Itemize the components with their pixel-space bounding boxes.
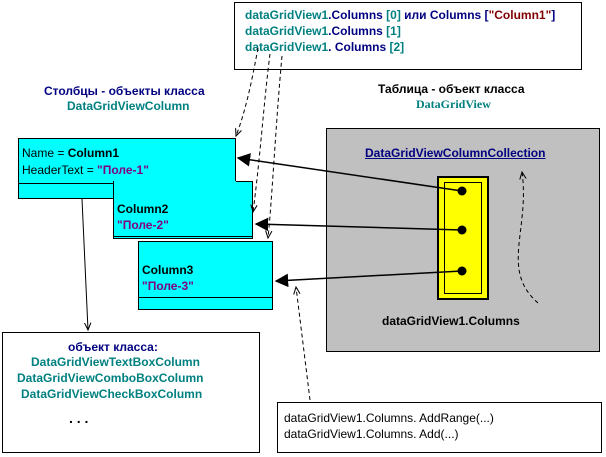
indexer-line-1: dataGridView1.Columns [1] [245, 24, 401, 39]
column-object-2-divider [114, 236, 252, 237]
column-object-3: Column3 "Поле-3" [138, 241, 273, 310]
column-1-name-prefix: Name = [22, 146, 68, 160]
column-1-name-line: Name = Column1 [22, 146, 119, 161]
index-0-dashed-link [236, 47, 259, 136]
indexer-line-1-member: .Columns [328, 24, 387, 38]
indexer-line-0-member: .Columns [328, 8, 387, 22]
column-1-name: Column1 [67, 146, 120, 160]
grid-caption-line1: Таблица - объект класса [378, 82, 525, 96]
indexer-line-2-member: . Columns [328, 40, 390, 54]
add-method: dataGridView1.Columns. Add(...) [284, 427, 459, 441]
indexer-line-0: dataGridView1.Columns [0] или Columns ["… [245, 8, 555, 23]
columns-caption-line2: DataGridViewColumn [67, 99, 190, 113]
add-methods-dashed-link [296, 287, 311, 401]
slot-2-reference-arrow [254, 217, 463, 232]
column-object-3-divider [139, 297, 272, 298]
index-1-dashed-link [253, 53, 271, 212]
column-types-title: объект класса: [68, 340, 158, 354]
column-object-2: Column2 "Поле-2" [113, 181, 253, 239]
column-2-name: Column2 [117, 202, 169, 216]
column-slots-inner [444, 182, 482, 294]
column-1-header-line: HeaderText = "Поле-1" [22, 163, 149, 178]
add-range-method: dataGridView1.Columns. AddRange(...) [284, 411, 494, 425]
column-type-textbox: DataGridViewTextBoxColumn [31, 355, 200, 369]
indexer-line-2-object: dataGridView1 [245, 40, 329, 54]
slot-1-reference-arrow [236, 153, 463, 192]
indexer-line-2: dataGridView1. Columns [2] [245, 40, 404, 55]
columns-property-label: dataGridView1.Columns [382, 314, 520, 328]
index-2-dashed-link [268, 55, 283, 238]
indexer-line-0-object: dataGridView1 [245, 8, 329, 22]
column-1-header: "Поле-1" [97, 163, 149, 177]
indexer-line-1-index: [1] [386, 24, 401, 38]
column-types-ellipsis: . . . [69, 410, 89, 426]
column-type-link [81, 198, 88, 330]
indexer-line-0-index: [0] [386, 8, 401, 22]
indexer-line-2-index: [2] [389, 40, 405, 54]
column-collection-link[interactable]: DataGridViewColumnCollection [365, 146, 546, 160]
column-slots [437, 176, 489, 300]
slot-3-reference-arrow [274, 270, 463, 288]
indexer-code-box: dataGridView1.Columns [0] или Columns ["… [234, 2, 582, 70]
column-types-box: объект класса: DataGridViewTextBoxColumn… [2, 332, 260, 453]
indexer-line-1-object: dataGridView1 [245, 24, 329, 38]
column-3-header: "Поле-3" [142, 279, 194, 293]
column-object-2-top-edge [236, 181, 253, 182]
column-1-header-prefix: HeaderText = [22, 163, 98, 177]
column-type-combobox: DataGridViewComboBoxColumn [17, 371, 204, 385]
collection-dashed-link [517, 172, 539, 304]
grid-caption-line2: DataGridView [416, 97, 491, 111]
column-2-header: "Поле-2" [117, 218, 169, 232]
columns-caption-line1: Столбцы - объекты класса [44, 84, 205, 98]
indexer-line-0-key: "Column1" [488, 8, 552, 22]
indexer-line-0-mid: или Columns [ [400, 8, 489, 22]
indexer-line-0-end: ] [551, 8, 556, 22]
column-3-name: Column3 [142, 263, 194, 277]
column-type-checkbox: DataGridViewCheckBoxColumn [21, 387, 203, 401]
add-methods-box: dataGridView1.Columns. AddRange(...) dat… [277, 402, 602, 453]
